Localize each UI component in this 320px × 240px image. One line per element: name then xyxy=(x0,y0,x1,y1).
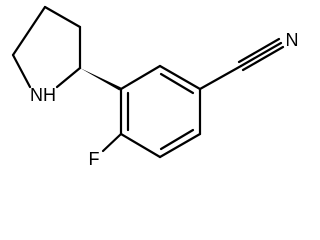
fluorine-label: F xyxy=(89,149,100,169)
nitrile-nitrogen-label: N xyxy=(286,30,299,50)
stereo-wedge-bond xyxy=(80,68,121,91)
triple-bond-line-2 xyxy=(237,37,281,64)
nitrile-group xyxy=(198,37,285,91)
bond-ar3-cn xyxy=(198,64,243,91)
double-bond-inner-1 xyxy=(159,72,195,95)
amine-label: NH xyxy=(30,85,56,105)
bond-ar6-f xyxy=(101,132,123,153)
bond-c4-c3 xyxy=(43,5,82,29)
bond-ar4-ar5 xyxy=(158,132,202,159)
bond-c5-c4 xyxy=(11,5,47,57)
bond-c2-nh xyxy=(55,66,82,89)
triple-bond-line-3 xyxy=(241,45,285,72)
molecule-structure-diagram: NH N F xyxy=(11,5,299,169)
benzene-ring xyxy=(119,64,202,159)
bond-ar1-ar2 xyxy=(119,64,162,91)
bond-ar5-ar6 xyxy=(119,132,162,159)
triple-bond-line-1 xyxy=(239,41,283,68)
double-bond-inner-2 xyxy=(159,128,195,151)
bond-ar2-ar3 xyxy=(158,64,202,91)
pyrrolidine-ring xyxy=(11,5,82,89)
bond-nh-c5 xyxy=(11,53,32,89)
